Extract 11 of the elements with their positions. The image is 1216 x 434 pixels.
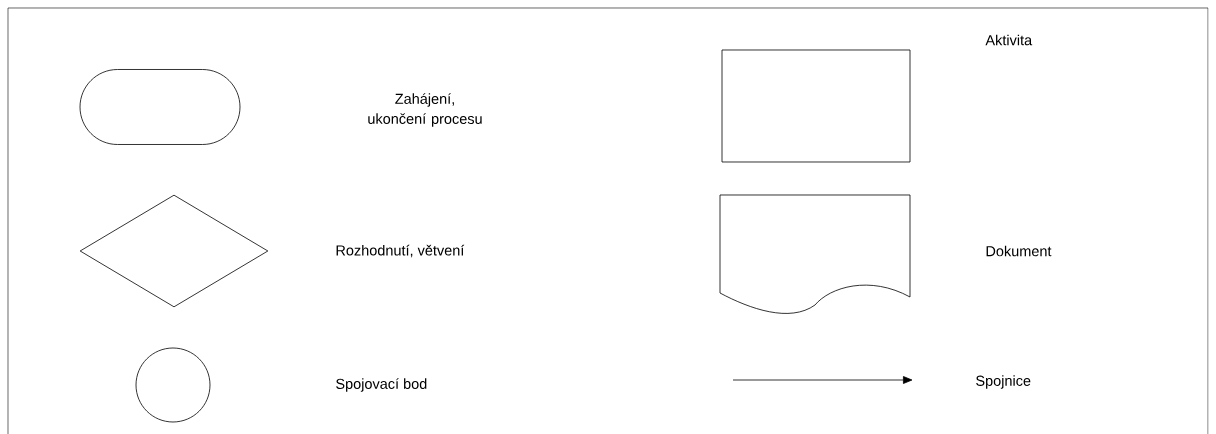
terminator-shape [79, 69, 241, 145]
connector-circle [135, 347, 211, 423]
process-box [721, 49, 911, 163]
symbol-caption: Spojnice [976, 375, 1031, 389]
symbol-caption: Aktivita [985, 34, 1033, 46]
symbol-caption: Zahájení, ukončení procesu [368, 93, 482, 127]
symbol-caption: Spojovací bod [336, 378, 427, 392]
symbol-caption: Rozhodnutí, větvení [336, 244, 465, 258]
document-shape [719, 194, 911, 314]
decision-diamond [79, 194, 269, 308]
symbol-caption: Dokument [986, 245, 1052, 257]
